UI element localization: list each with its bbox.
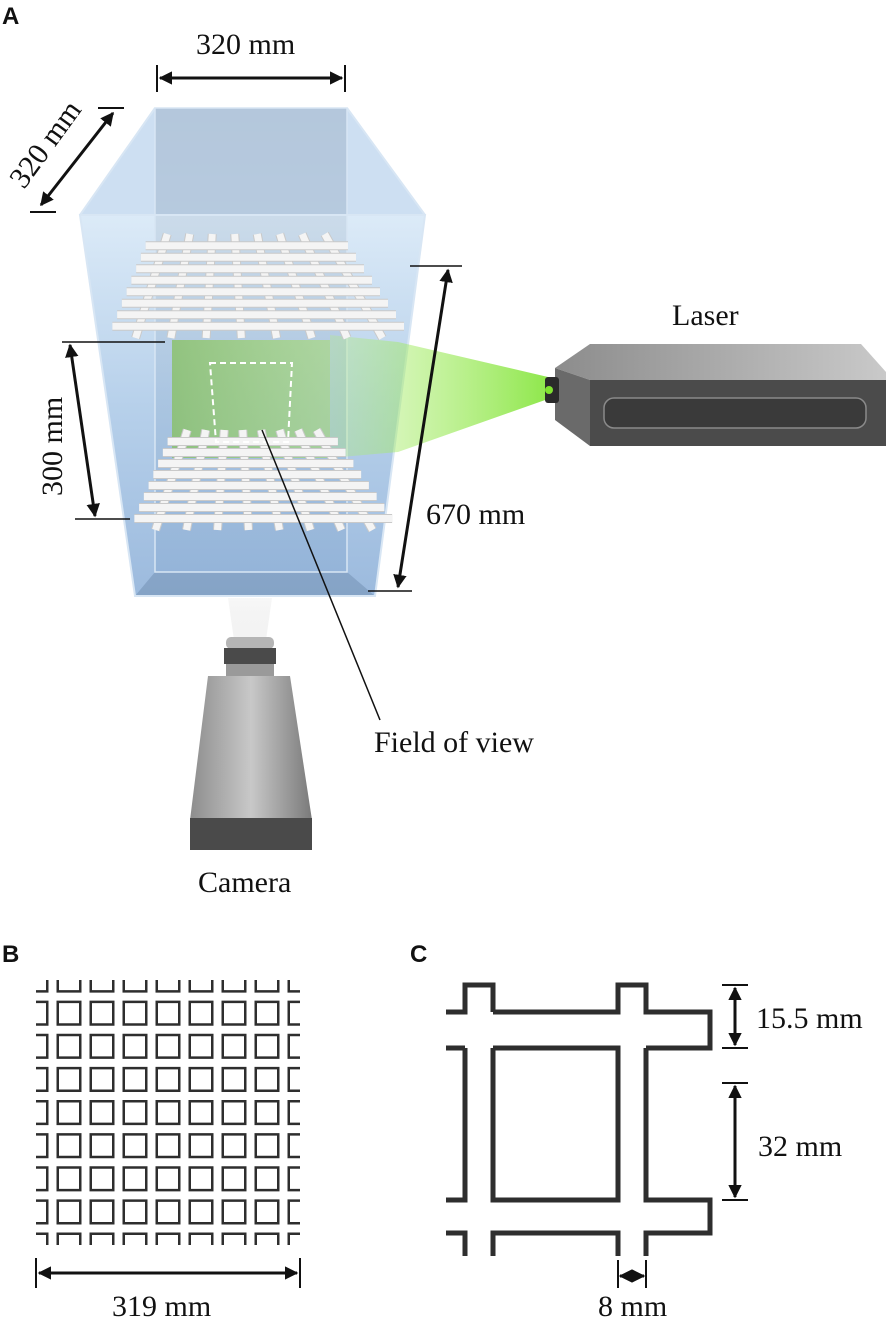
camera-view-beam — [228, 598, 272, 640]
grid-bar-vertical — [202, 233, 216, 339]
mesh-dimension: 32 mm — [722, 1082, 842, 1201]
mesh-label: 32 mm — [758, 1130, 842, 1163]
camera-device: Camera — [190, 637, 312, 899]
detail-bar-top-right — [493, 982, 713, 1051]
detail-bar-top-left — [446, 982, 496, 1015]
panel-b: B 319 mm — [2, 941, 301, 1322]
flat-grid — [36, 980, 300, 1245]
lower-grid — [134, 427, 393, 533]
bar-span-dimension: 15.5 mm — [722, 984, 863, 1049]
grid-spacing-dimension: 300 mm — [36, 341, 165, 520]
panel-c: C 15.5 mm 32 mm 8 mm — [410, 941, 863, 1322]
detail-left-stem — [446, 1048, 468, 1203]
field-of-view-label: Field of view — [374, 726, 534, 759]
tank-height-dimension: 670 mm — [368, 265, 525, 592]
panel-a: A Field of view — [2, 3, 886, 899]
grid-bar-vertical — [132, 232, 171, 340]
grid-bar-vertical — [299, 232, 351, 340]
grid-bar-vertical — [239, 429, 252, 531]
grid-bar-vertical — [231, 233, 245, 339]
laser-device: Laser — [545, 299, 886, 446]
bar-span-label: 15.5 mm — [756, 1002, 863, 1035]
camera-label: Camera — [198, 866, 291, 899]
panel-letter-b: B — [2, 941, 19, 968]
field-of-view-leader — [261, 429, 381, 721]
grid-bar-vertical — [167, 233, 194, 339]
grid-bar-vertical — [253, 233, 281, 339]
laser-side-face — [555, 368, 590, 446]
bar-width-dimension: 8 mm — [598, 1260, 667, 1322]
grid-bar-vertical — [214, 429, 228, 531]
laser-top-face — [555, 344, 886, 380]
camera-base — [190, 818, 312, 850]
grid-bar-vertical — [152, 428, 191, 532]
laser-label: Laser — [672, 299, 739, 332]
tank-height-label: 670 mm — [426, 498, 525, 531]
grid-bar-vertical — [183, 429, 210, 531]
tank-outline-back — [154, 107, 348, 573]
grid-bar-vertical — [276, 428, 314, 532]
laser-lens — [545, 386, 553, 394]
laser-sheet — [172, 340, 330, 458]
grid-detail — [446, 982, 713, 1256]
laser-vent-slot — [603, 397, 867, 429]
tank-depth-label: 320 mm — [3, 94, 88, 194]
grid-width-dimension: 319 mm — [35, 1258, 301, 1322]
camera-body — [190, 676, 312, 820]
grid-width-label: 319 mm — [112, 1290, 211, 1322]
camera-lens-base — [226, 664, 274, 678]
grid-bar-vertical — [295, 428, 345, 532]
grid-bar-vertical — [313, 428, 376, 532]
laser-beam — [330, 335, 548, 458]
tank-width-dimension: 320 mm — [156, 28, 346, 92]
detail-bottom-bar — [446, 1230, 621, 1256]
tank-top-opening — [80, 108, 425, 215]
bar-width-label: 8 mm — [598, 1290, 667, 1322]
grid-spacing-label: 300 mm — [36, 397, 69, 496]
tank-outline-front — [78, 214, 427, 597]
detail-cell-top — [446, 1045, 621, 1203]
camera-lens-top — [226, 637, 274, 649]
tank-width-label: 320 mm — [196, 28, 295, 61]
tank-edge-right — [346, 107, 426, 216]
grid-bar-vertical — [257, 429, 283, 531]
grid-bar-vertical — [321, 232, 386, 340]
field-of-view-box — [208, 362, 294, 443]
detail-right-stem — [643, 1048, 713, 1256]
upper-grid — [112, 231, 404, 341]
panel-letter-a: A — [2, 3, 19, 30]
grid-bar-vertical — [276, 232, 316, 340]
camera-lens-ring — [224, 648, 276, 664]
panel-letter-c: C — [410, 941, 427, 968]
